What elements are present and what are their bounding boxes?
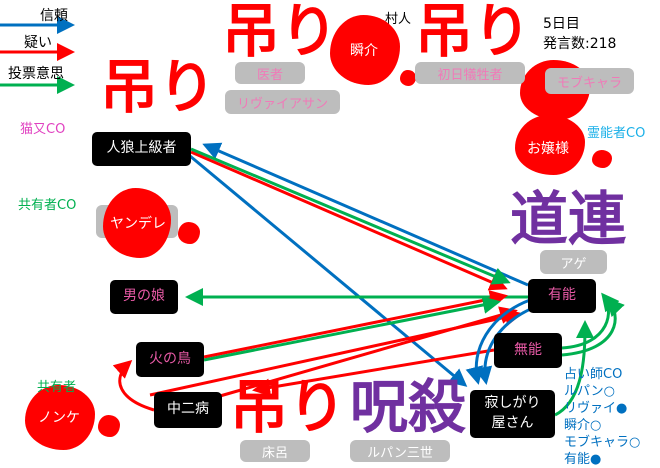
node-chuni[interactable]: 中二病 [154, 392, 222, 428]
doubt-arrow [190, 150, 508, 291]
hang-mark: 吊り [415, 0, 532, 65]
nekomata-co: 猫又CO [20, 122, 66, 137]
hang-mark: 吊り [100, 53, 217, 121]
vote-arrow [561, 297, 625, 357]
blood-splat [98, 415, 120, 437]
post-count: 発言数:218 [543, 36, 617, 52]
mason-co: 共有者CO [18, 198, 77, 213]
dead-doctor[interactable]: 医者 [235, 62, 305, 84]
dead-shunsuke[interactable]: 瞬介 [350, 43, 378, 59]
trust-arrow [202, 142, 529, 287]
node-phoenix[interactable]: 火の鳥 [136, 342, 204, 377]
blood-splat [25, 385, 95, 450]
legend-trust-label: 信頼 [40, 8, 68, 24]
dead-yandere[interactable]: ヤンデレ [110, 216, 166, 232]
blood-splat [330, 15, 400, 85]
node-yuno[interactable]: 有能 [528, 279, 596, 313]
dead-ojou[interactable]: お嬢様 [527, 141, 569, 157]
seer-result: ルパン○ [564, 384, 615, 399]
day-label: 5日目 [543, 16, 580, 32]
jusatsu-mark: 呪殺 [350, 373, 467, 441]
villager-label: 村人 [385, 12, 412, 27]
mason-label: 共有者 [37, 380, 77, 395]
dead-leviathan[interactable]: リヴァイアサン [225, 90, 340, 114]
dead-tokoro[interactable]: 床呂 [240, 440, 310, 462]
legend-vote-label: 投票意思 [8, 66, 64, 82]
doubt-arrow [252, 348, 495, 397]
seer-result: モブキャラ○ [564, 435, 641, 450]
blood-splat [400, 70, 416, 86]
trust-arrow [189, 154, 468, 387]
seer-result: 瞬介○ [564, 418, 602, 433]
vote-arrow [203, 296, 501, 362]
blood-splat [515, 115, 585, 175]
node-muno[interactable]: 無能 [494, 333, 562, 368]
dead-lupin[interactable]: ルパン三世 [350, 440, 450, 462]
legend-doubt-label: 疑い [24, 35, 52, 51]
seer-result: リヴァイ● [564, 401, 628, 416]
blood-splat [103, 188, 171, 258]
node-lonely[interactable]: 寂しがり屋さん [470, 390, 555, 438]
vote-arrow [554, 320, 594, 417]
blood-splat [178, 222, 200, 244]
doubt-arrow [112, 359, 155, 412]
dead-nonke[interactable]: ノンケ [38, 410, 80, 426]
blood-splat [592, 150, 612, 168]
hang-mark: 吊り [222, 0, 339, 65]
seer-co: 占い師CO [564, 367, 623, 382]
node-werewolf-pro[interactable]: 人狼上級者 [92, 132, 191, 166]
michizure-mark: 道連 [510, 185, 627, 253]
node-otokonoko[interactable]: 男の娘 [110, 280, 178, 314]
seer-result: 有能● [564, 452, 602, 467]
vote-arrow [190, 147, 511, 285]
seer-results: 占い師CO ルパン○ リヴァイ● 瞬介○ モブキャラ○ 有能● [564, 366, 640, 468]
medium-co: 霊能者CO [587, 126, 646, 141]
hang-mark: 吊り [230, 373, 347, 441]
dead-mob[interactable]: モブキャラ [545, 68, 634, 94]
doubt-arrow [203, 290, 508, 359]
dead-unknown[interactable]: アゲ [540, 250, 607, 274]
dead-first-victim[interactable]: 初日犠牲者 [415, 62, 525, 84]
doubt-arrow [149, 308, 523, 397]
